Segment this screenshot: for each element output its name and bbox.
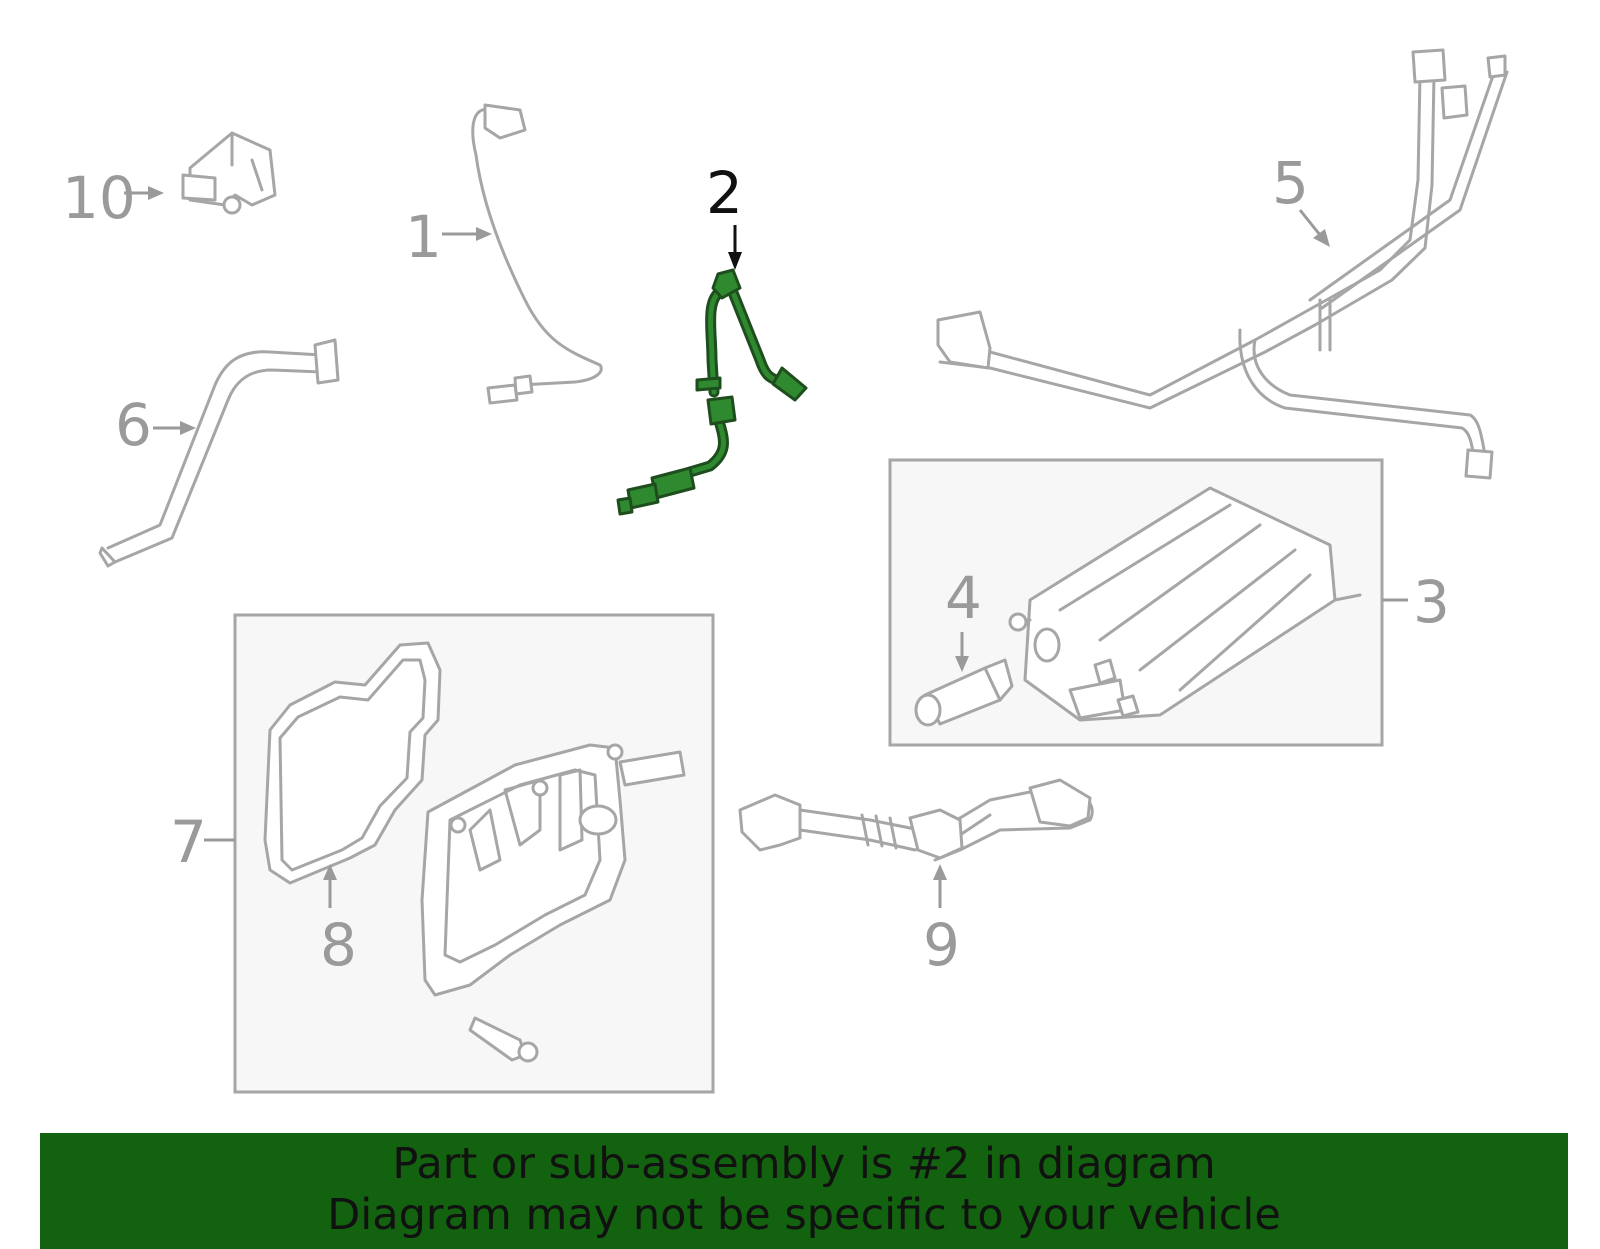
callout-3: 3: [1413, 568, 1450, 636]
callout-7: 7: [170, 808, 207, 876]
parts-diagram: 10 1 6 2: [62, 48, 1509, 1094]
part-9-hose[interactable]: [738, 778, 1094, 862]
info-banner: Part or sub-assembly is #2 in diagram Di…: [40, 1133, 1568, 1249]
callout-8: 8: [320, 911, 357, 979]
callout-6: 6: [115, 391, 152, 459]
part-10-sensor[interactable]: [181, 131, 277, 215]
part-1-oxygen-sensor[interactable]: [471, 103, 603, 405]
part-2-oxygen-sensor-highlighted[interactable]: [616, 268, 808, 516]
banner-line-2: Diagram may not be specific to your vehi…: [327, 1190, 1281, 1240]
part-4-valve[interactable]: [914, 658, 1014, 727]
callout-2: 2: [706, 159, 743, 227]
part-5-vapor-lines[interactable]: [936, 48, 1509, 480]
callout-5: 5: [1272, 149, 1309, 217]
banner-line-1: Part or sub-assembly is #2 in diagram: [392, 1139, 1216, 1189]
part-8-gasket[interactable]: [263, 641, 442, 885]
callout-4: 4: [945, 564, 982, 632]
callout-10: 10: [62, 164, 136, 232]
part-6-hose[interactable]: [98, 338, 340, 568]
part-7-control-module[interactable]: [420, 743, 686, 1063]
callout-1: 1: [405, 203, 442, 271]
callout-9: 9: [923, 911, 960, 979]
part-3-evap-canister[interactable]: [1008, 486, 1362, 722]
